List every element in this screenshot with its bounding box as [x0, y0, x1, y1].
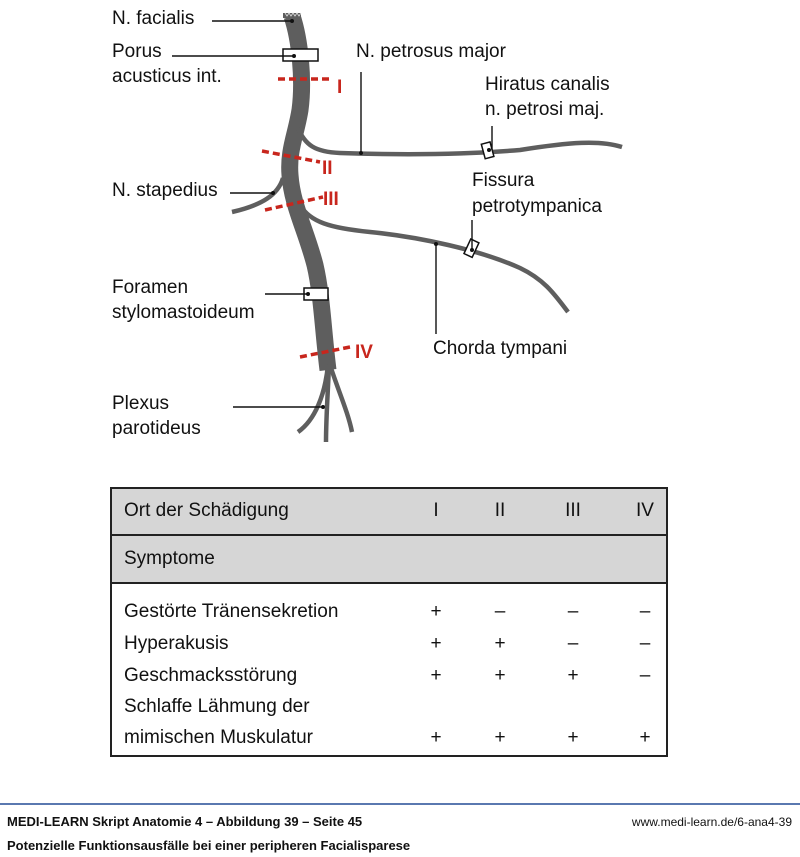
- cell-value: +: [430, 727, 442, 748]
- cell-value: +: [494, 665, 506, 686]
- leader-lines: [172, 20, 493, 408]
- footer-divider: [0, 803, 800, 805]
- row-label: Gestörte Tränensekretion: [124, 601, 339, 622]
- cell-value: +: [567, 665, 579, 686]
- cell-value: –: [567, 633, 579, 654]
- label-fissura-line2: petrotympanica: [472, 196, 602, 217]
- cell-value: +: [430, 601, 442, 622]
- leader-dots: [271, 19, 491, 409]
- plexus-branch-middle: [323, 364, 332, 443]
- header-col-iii: III: [565, 500, 581, 521]
- row-label: Hyperakusis: [124, 633, 229, 654]
- header-col-iv: IV: [636, 500, 654, 521]
- facial-nerve-diagram: I II III IV N. facialis Porus acusticus …: [112, 8, 623, 443]
- cell-value: +: [567, 727, 579, 748]
- label-foramen-line1: Foramen: [112, 277, 188, 298]
- lesion-lines: [261, 77, 351, 359]
- porus-box: [282, 48, 319, 62]
- nerve-cut-hatch: [284, 12, 302, 17]
- plexus-branch-right: [327, 364, 355, 433]
- cell-value: –: [639, 633, 651, 654]
- table-header-row: Ort der Schädigung I II III IV: [112, 489, 666, 536]
- stapedius-nerve: [231, 177, 286, 215]
- symptom-table: Ort der Schädigung I II III IV Symptome …: [110, 487, 668, 757]
- lesion-label-i: I: [337, 77, 342, 98]
- row-label: Geschmacksstörung: [124, 665, 298, 686]
- label-chorda-tympani: Chorda tympani: [433, 338, 567, 359]
- footer-source: MEDI-LEARN Skript Anatomie 4 – Abbildung…: [7, 814, 363, 829]
- table-subheader-row: Symptome: [112, 536, 666, 584]
- cell-value: +: [494, 727, 506, 748]
- label-plexus-line1: Plexus: [112, 393, 169, 414]
- label-porus-line1: Porus: [112, 41, 162, 62]
- header-location-label: Ort der Schädigung: [124, 500, 289, 521]
- cell-value: –: [639, 601, 651, 622]
- cell-value: +: [494, 633, 506, 654]
- label-hiatus-line2: n. petrosi maj.: [485, 99, 604, 120]
- cell-value: +: [430, 665, 442, 686]
- label-porus-line2: acusticus int.: [112, 66, 222, 87]
- row-label: Schlaffe Lähmung der: [124, 696, 310, 717]
- row-label-continued: mimischen Muskulatur: [124, 727, 313, 748]
- label-n-stapedius: N. stapedius: [112, 180, 218, 201]
- label-plexus-line2: parotideus: [112, 418, 201, 439]
- label-hiatus-line1: Hiratus canalis: [485, 74, 610, 95]
- cell-value: –: [639, 665, 651, 686]
- chorda-tympani-nerve: [298, 203, 570, 314]
- lesion-label-iii: III: [323, 189, 339, 210]
- header-col-i: I: [433, 500, 439, 521]
- lesion-label-ii: II: [322, 158, 333, 179]
- label-n-facialis: N. facialis: [112, 8, 194, 29]
- footer-url: www.medi-learn.de/6-ana4-39: [631, 815, 792, 829]
- cell-value: +: [639, 727, 651, 748]
- subheader-symptoms: Symptome: [124, 548, 215, 569]
- header-col-ii: II: [494, 500, 506, 521]
- label-foramen-line2: stylomastoideum: [112, 302, 255, 323]
- footer-caption: Potenzielle Funktionsausfälle bei einer …: [7, 838, 411, 853]
- petrosus-major-nerve: [295, 127, 623, 157]
- nerve-cut-end: [283, 13, 301, 18]
- lesion-label-iv: IV: [355, 342, 373, 363]
- label-fissura-line1: Fissura: [472, 170, 535, 191]
- label-petrosus-major: N. petrosus major: [356, 41, 507, 62]
- plexus-branch-left: [296, 364, 331, 434]
- cell-value: +: [430, 633, 442, 654]
- cell-value: –: [494, 601, 506, 622]
- cell-value: –: [567, 601, 579, 622]
